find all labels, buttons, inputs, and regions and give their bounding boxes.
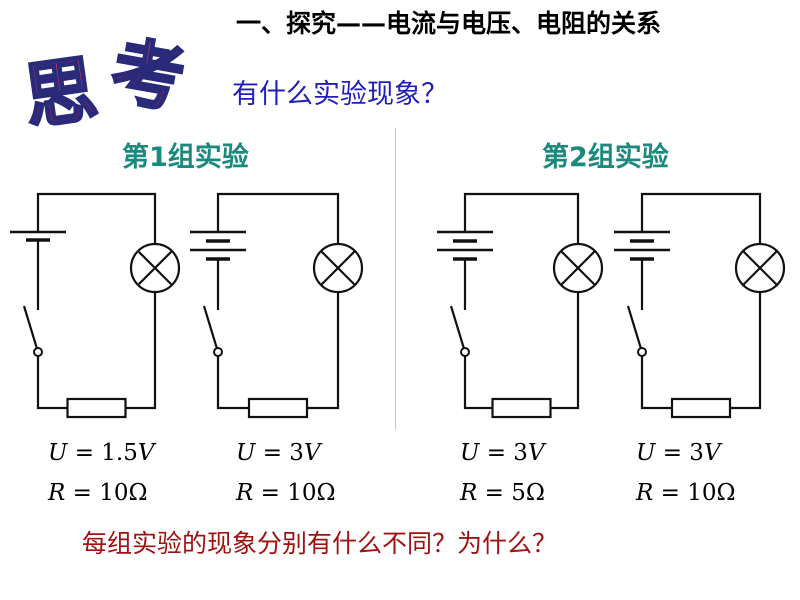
- bottom-question-text: 每组实验的现象分别有什么不同？为什么？: [82, 529, 558, 558]
- switch-lever: [449, 305, 467, 353]
- question-text: 有什么实验现象？: [232, 79, 448, 110]
- circuit-4-resistance: R = 10Ω: [636, 480, 736, 506]
- group-1-title-suffix: 组实验: [167, 142, 249, 173]
- resistor: [247, 397, 309, 419]
- think-char-2: 考: [105, 30, 191, 123]
- group-1-title-prefix: 第: [122, 142, 149, 173]
- wire-top: [640, 192, 762, 244]
- group-1-title: 第1组实验: [122, 135, 249, 174]
- switch-pivot: [637, 347, 647, 357]
- wire-bottom-right: [307, 292, 340, 410]
- think-word-art: 思 考: [20, 30, 192, 130]
- wire-top: [36, 192, 157, 244]
- wire-top: [463, 192, 580, 244]
- resistor: [670, 397, 732, 419]
- circuit-diagrams: [10, 192, 786, 419]
- switch-lever: [22, 305, 40, 353]
- circuit-2: [190, 192, 364, 419]
- wire-bottom-right: [125, 292, 157, 410]
- group-1-title-number: 1: [149, 142, 168, 173]
- resistor: [491, 397, 552, 419]
- switch-pivot: [213, 347, 223, 357]
- circuit-1: [10, 192, 181, 419]
- wire-bottom-left: [36, 356, 68, 410]
- circuit-3-voltage: U = 3V: [460, 440, 545, 466]
- wire-bottom-left: [640, 356, 672, 410]
- group-2-title-number: 2: [569, 142, 588, 173]
- group-divider: [395, 128, 396, 430]
- switch-pivot: [33, 347, 43, 357]
- lamp-cross: [320, 250, 356, 286]
- circuit-4-voltage: U = 3V: [636, 440, 721, 466]
- switch-pivot: [460, 347, 470, 357]
- group-2-title: 第2组实验: [542, 135, 669, 174]
- slide-heading: 一、探究——电流与电压、电阻的关系: [236, 9, 662, 38]
- wire-bottom-right: [550, 292, 580, 410]
- lamp-cross: [742, 250, 778, 286]
- circuit-1-resistance: R = 10Ω: [48, 480, 148, 506]
- circuit-3: [437, 192, 604, 419]
- circuit-2-resistance: R = 10Ω: [236, 480, 336, 506]
- wire-bottom-left: [216, 356, 249, 410]
- wire-bottom-right: [730, 292, 762, 410]
- wire-bottom-left: [463, 356, 493, 410]
- switch-lever: [202, 305, 220, 353]
- wire-top: [216, 192, 340, 244]
- resistor: [66, 397, 127, 419]
- circuit-2-voltage: U = 3V: [236, 440, 321, 466]
- group-2-title-prefix: 第: [542, 142, 569, 173]
- switch-lever: [626, 305, 644, 353]
- think-char-1: 思: [20, 45, 102, 130]
- circuit-3-resistance: R = 5Ω: [460, 480, 545, 506]
- lamp-cross: [560, 250, 596, 286]
- group-2-title-suffix: 组实验: [587, 142, 669, 173]
- lamp-cross: [137, 250, 173, 286]
- circuit-4: [614, 192, 786, 419]
- circuit-1-voltage: U = 1.5V: [48, 440, 155, 466]
